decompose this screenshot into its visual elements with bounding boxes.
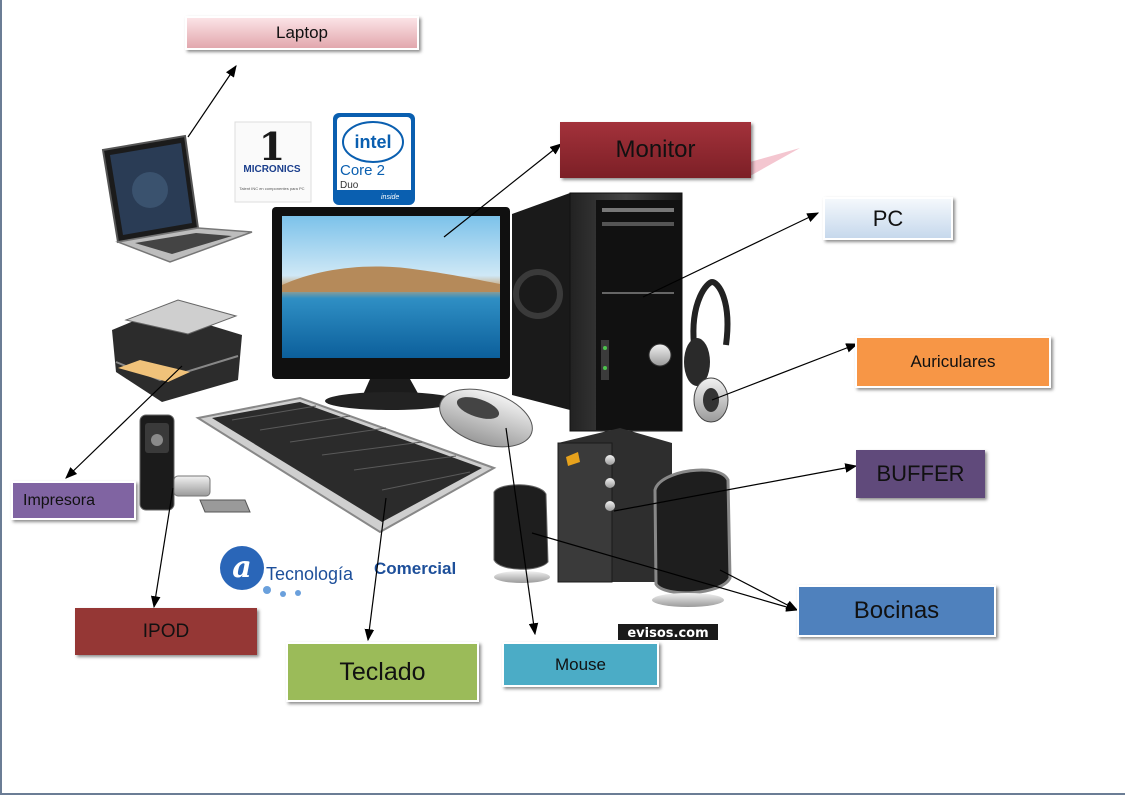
printer-image bbox=[112, 299, 242, 402]
arrow-bocinas-left bbox=[531, 532, 799, 612]
arrow-pc bbox=[642, 212, 820, 298]
intel-model: Core 2 bbox=[340, 162, 385, 179]
monitor-label-tail bbox=[750, 148, 800, 176]
connector-arrows bbox=[65, 65, 859, 642]
label-mouse: Mouse bbox=[502, 642, 659, 687]
laptop-image bbox=[101, 134, 253, 263]
arrow-auriculares bbox=[711, 343, 859, 401]
frame-bottom-border bbox=[0, 793, 1125, 795]
evisos-watermark: evisos.com bbox=[618, 624, 718, 641]
label-ipod: IPOD bbox=[75, 608, 257, 655]
label-impresora: Impresora bbox=[11, 481, 136, 520]
tecnologia-comercial-logo: a Tecnología Comercial bbox=[220, 546, 456, 597]
label-bocinas: Bocinas bbox=[797, 585, 996, 637]
intel-variant: Duo bbox=[340, 180, 359, 191]
arrow-monitor bbox=[443, 143, 562, 238]
label-pc: PC bbox=[823, 197, 953, 240]
svg-text:a: a bbox=[232, 550, 251, 585]
keyboard-image bbox=[195, 396, 497, 534]
label-laptop: Laptop bbox=[185, 16, 419, 50]
intel-core2-logo: intel Core 2 Duo inside bbox=[333, 113, 415, 205]
arrow-bocinas-right bbox=[719, 569, 799, 611]
frame-left-border bbox=[0, 0, 2, 795]
subwoofer-image bbox=[557, 428, 672, 583]
micronics-name: MICRONICS bbox=[243, 164, 301, 175]
intel-brand: intel bbox=[354, 132, 391, 152]
headphones-image bbox=[684, 278, 731, 423]
tecnologia-word: Tecnología bbox=[266, 564, 354, 584]
intel-inside: inside bbox=[381, 194, 399, 201]
label-auriculares: Auriculares bbox=[855, 336, 1051, 388]
mouse-image bbox=[439, 388, 533, 448]
ipod-image bbox=[139, 414, 251, 513]
micronics-logo: 1 MICRONICS Talent INC en componentes pa… bbox=[234, 121, 312, 203]
arrow-teclado bbox=[364, 497, 387, 642]
arrow-ipod bbox=[150, 487, 174, 609]
pc-tower-image bbox=[512, 192, 683, 432]
comercial-word: Comercial bbox=[374, 559, 456, 578]
label-monitor: Monitor bbox=[560, 122, 751, 178]
micronics-number: 1 bbox=[259, 124, 285, 169]
arrow-buffer bbox=[613, 463, 858, 512]
evisos-text: evisos.com bbox=[627, 626, 708, 641]
label-teclado: Teclado bbox=[286, 642, 479, 702]
monitor-image bbox=[272, 207, 510, 410]
arrow-mouse bbox=[505, 427, 539, 636]
label-buffer: BUFFER bbox=[856, 450, 985, 498]
arrow-laptop bbox=[187, 65, 237, 138]
speakers-image bbox=[493, 468, 732, 607]
arrow-impresora bbox=[65, 365, 183, 479]
micronics-tagline: Talent INC en componentes para PC bbox=[239, 186, 304, 191]
